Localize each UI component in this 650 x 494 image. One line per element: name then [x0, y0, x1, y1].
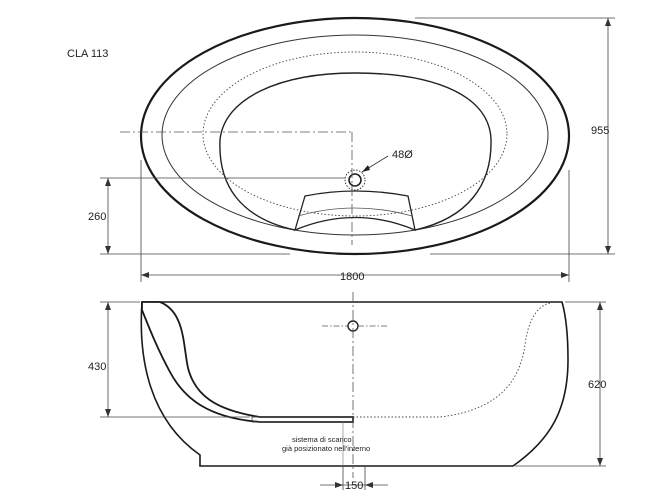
basin-hidden-outline: [202, 51, 508, 217]
dimension-430: 430: [88, 361, 106, 373]
dimension-620: 620: [588, 379, 606, 391]
backrest-outline: [293, 190, 416, 232]
basin-hidden-profile: [353, 302, 553, 418]
drain-circle: [348, 173, 362, 187]
dimension-955: 955: [591, 125, 609, 137]
drain-outer-circle: [344, 169, 366, 191]
drain-diameter-label: 48Ø: [392, 149, 413, 161]
side-view-dimensions: 430 620 150: [88, 301, 606, 492]
top-view: 48Ø: [100, 16, 571, 256]
tub-outer-rim: [139, 16, 571, 256]
dimension-260: 260: [88, 211, 106, 223]
backrest-inner-line: [297, 207, 413, 217]
tub-side-outer-profile: [140, 301, 569, 467]
basin-bottom-outline: [219, 72, 492, 231]
side-view: [140, 292, 569, 490]
tub-wall-section: [141, 301, 354, 423]
tub-inner-rim: [161, 34, 549, 236]
dimension-150: 150: [345, 480, 363, 492]
dimension-1800: 1800: [340, 271, 364, 283]
model-code: CLA 113: [67, 48, 108, 60]
top-view-dimensions: 955 260 1800: [88, 17, 615, 283]
drain-note-line2: già posizionato nell'interno: [282, 444, 370, 453]
drain-leader-arrow: [362, 165, 370, 172]
drain-note-line1: sistema di scarico: [292, 435, 352, 444]
